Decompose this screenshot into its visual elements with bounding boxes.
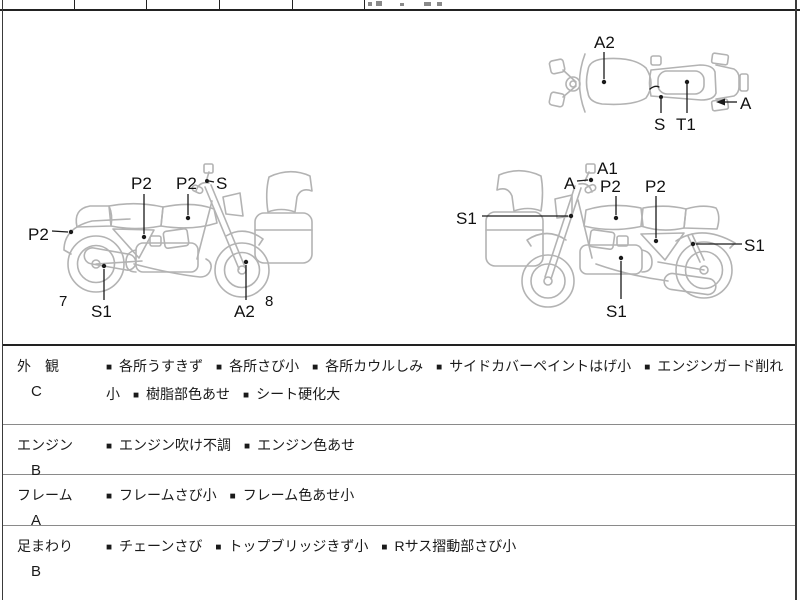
- defect-item: ■エンジンガード削れ小: [106, 358, 784, 402]
- defect-item: ■チェーンさび: [106, 538, 203, 554]
- defect-item: ■トップブリッジきず小: [215, 538, 369, 554]
- label-s1-exhaust: S1: [91, 302, 112, 321]
- left-side-bike: P2 P2 P2 S S1 A2 7 8: [28, 163, 313, 321]
- scratch-mark: [649, 85, 660, 90]
- grade-value: B: [31, 462, 42, 479]
- cell-divider: [364, 0, 365, 9]
- label-p2-tank: P2: [600, 177, 621, 196]
- defect-item: ■フレーム色あせ小: [229, 487, 355, 503]
- label-a2-fork: A2: [234, 302, 255, 321]
- bullet-icon: ■: [436, 362, 443, 373]
- clipped-text-fragment: [400, 3, 404, 6]
- label-s1-shock: S1: [744, 236, 765, 255]
- category-cell: エンジン B: [3, 425, 106, 479]
- bullet-icon: ■: [243, 390, 250, 401]
- cell-divider: [219, 0, 220, 9]
- cell-divider: [146, 0, 147, 9]
- label-a2-tank: A2: [594, 33, 615, 52]
- right-side-bike: A1 A P2 P2 S1 S1 S1: [456, 159, 765, 321]
- label-s-mirror: S: [216, 174, 227, 193]
- grade-value: B: [31, 563, 42, 580]
- bullet-icon: ■: [106, 491, 113, 502]
- bullet-icon: ■: [381, 542, 388, 553]
- bullet-icon: ■: [244, 441, 251, 452]
- bullet-icon: ■: [106, 362, 113, 373]
- label-t1-seat: T1: [676, 115, 696, 134]
- defect-item: ■エンジン吹け不調: [106, 437, 232, 453]
- defect-item: ■シート硬化大: [243, 386, 341, 402]
- sheet-right-border: [795, 0, 797, 600]
- header-row-clipped: [0, 0, 800, 11]
- label-number-8: 8: [265, 293, 273, 310]
- bullet-icon: ■: [133, 390, 140, 401]
- label-s1-engine: S1: [606, 302, 627, 321]
- damage-diagram: A2 S T1 A: [28, 33, 765, 321]
- defect-items: ■エンジン吹け不調 ■エンジン色あせ: [106, 425, 795, 474]
- category-label: 足まわり: [17, 538, 73, 554]
- category-cell: 足まわり B: [3, 526, 106, 600]
- category-label: エンジン: [17, 437, 73, 453]
- bullet-icon: ■: [106, 441, 113, 452]
- bullet-icon: ■: [644, 362, 651, 373]
- inspection-row-4: 足まわり B ■チェーンさび ■トップブリッジきず小 ■Rサス摺動部さび小: [3, 525, 795, 600]
- label-p2-rear-fender: P2: [28, 225, 49, 244]
- label-s1-front: S1: [456, 209, 477, 228]
- defect-item: ■エンジン色あせ: [244, 437, 356, 453]
- defect-items: ■チェーンさび ■トップブリッジきず小 ■Rサス摺動部さび小: [106, 526, 795, 600]
- bullet-icon: ■: [216, 362, 223, 373]
- defect-item: ■樹脂部色あせ: [133, 386, 231, 402]
- clipped-text-fragment: [437, 2, 442, 6]
- defect-item: ■各所カウルしみ: [312, 358, 424, 374]
- sheet-left-border: [2, 0, 3, 600]
- inspection-row-2: エンジン B ■エンジン吹け不調 ■エンジン色あせ: [3, 424, 795, 479]
- bullet-icon: ■: [106, 542, 113, 553]
- category-cell: フレーム A: [3, 475, 106, 529]
- cell-divider: [74, 0, 75, 9]
- category-label: 外 観: [17, 358, 59, 374]
- defect-item: ■フレームさび小: [106, 487, 217, 503]
- bullet-icon: ■: [312, 362, 319, 373]
- defect-items: ■フレームさび小 ■フレーム色あせ小: [106, 475, 795, 525]
- label-number-7: 7: [59, 293, 67, 310]
- defect-item: ■各所さび小: [216, 358, 300, 374]
- label-p2-tank: P2: [176, 174, 197, 193]
- label-a1-mirror: A1: [597, 159, 618, 178]
- clipped-text-fragment: [424, 2, 431, 6]
- label-p2-frame: P2: [131, 174, 152, 193]
- clipped-text-fragment: [368, 2, 372, 6]
- inspection-row-3: フレーム A ■フレームさび小 ■フレーム色あせ小: [3, 474, 795, 529]
- bullet-icon: ■: [229, 491, 236, 502]
- defect-items: ■各所うすきず ■各所さび小 ■各所カウルしみ ■サイドカバーペイントはげ小■エンジン…: [106, 346, 795, 424]
- defect-item: ■Rサス摺動部さび小: [381, 538, 517, 554]
- label-s-seat: S: [654, 115, 665, 134]
- label-a-mirror: A: [564, 174, 576, 193]
- category-label: フレーム: [17, 487, 73, 503]
- arrowhead-icon: [716, 98, 725, 106]
- label-p2-frame: P2: [645, 177, 666, 196]
- clipped-text-fragment: [376, 1, 382, 6]
- cell-divider: [292, 0, 293, 9]
- bullet-icon: ■: [215, 542, 222, 553]
- category-cell: 外 観 C: [3, 346, 106, 424]
- grade-value: C: [31, 383, 42, 400]
- defect-item: ■サイドカバーペイントはげ小: [436, 358, 632, 374]
- top-view-bike: A2 S T1 A: [548, 33, 752, 134]
- grade-value: A: [31, 512, 42, 529]
- defect-item: ■各所うすきず: [106, 358, 204, 374]
- label-a-rear: A: [740, 94, 752, 113]
